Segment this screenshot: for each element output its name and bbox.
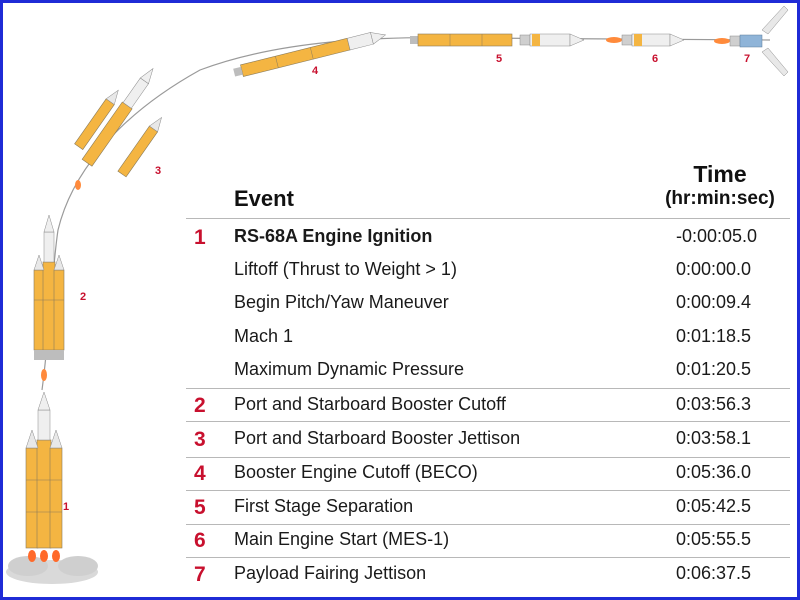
event-number: 1 [194,226,206,249]
event-name: Begin Pitch/Yaw Maneuver [234,292,449,312]
event-time: 0:01:20.5 [676,359,752,379]
event-name: First Stage Separation [234,496,414,516]
row-divider [186,524,790,525]
time-column-header: Time (hr:min:sec) [650,160,790,210]
rocket-stage-4 [233,32,387,77]
table-row: 6 Main Engine Start (MES-1) 0:05:55.5 [186,529,790,559]
event-name: Maximum Dynamic Pressure [234,359,465,379]
stage-label-4: 4 [312,65,319,77]
rocket-stage-6 [606,33,685,47]
event-name: Port and Starboard Booster Jettison [234,428,521,448]
event-time: -0:00:05.0 [676,226,758,246]
stage-label-1: 1 [63,501,69,513]
event-number: 2 [194,394,206,417]
event-time: 0:00:09.4 [676,292,752,312]
row-divider [186,388,790,389]
event-number: 5 [194,496,206,519]
table-row: Begin Pitch/Yaw Maneuver 0:00:09.4 [186,292,790,322]
rocket-stage-5 [410,33,585,47]
row-divider [186,457,790,458]
stage-label-3: 3 [155,165,161,177]
stage-label-6: 6 [652,53,658,65]
rocket-stage-3 [74,67,162,190]
rocket-stage-2 [33,214,65,381]
event-name: Liftoff (Thrust to Weight > 1) [234,259,457,279]
event-name: Booster Engine Cutoff (BECO) [234,462,478,482]
time-header-label: Time [693,161,747,187]
event-number: 6 [194,529,206,552]
event-number: 4 [194,462,206,485]
stage-label-5: 5 [496,53,502,65]
time-header-unit: (hr:min:sec) [665,188,775,209]
event-time: 0:05:36.0 [676,462,752,482]
row-divider [186,421,790,422]
event-name: Payload Fairing Jettison [234,563,427,583]
stage-label-7: 7 [744,53,750,65]
event-time: 0:03:56.3 [676,394,752,414]
table-row: Mach 1 0:01:18.5 [186,326,790,356]
event-time: 0:06:37.5 [676,563,752,583]
event-time: 0:05:42.5 [676,496,752,516]
row-divider [186,490,790,491]
row-divider [186,557,790,558]
event-number: 3 [194,428,206,451]
table-row: 4 Booster Engine Cutoff (BECO) 0:05:36.0 [186,462,790,492]
rocket-stage-7 [714,5,789,77]
header-divider [186,218,790,219]
table-row: Maximum Dynamic Pressure 0:01:20.5 [186,359,790,389]
event-name: Main Engine Start (MES-1) [234,529,450,549]
table-row: 1 RS-68A Engine Ignition -0:00:05.0 [186,226,790,256]
table-row: 5 First Stage Separation 0:05:42.5 [186,496,790,526]
event-column-header: Event [234,186,294,211]
table-row: 3 Port and Starboard Booster Jettison 0:… [186,428,790,458]
rocket-stage-1 [6,391,98,584]
event-name: RS-68A Engine Ignition [234,226,433,246]
stage-label-2: 2 [80,291,86,303]
event-time: 0:00:00.0 [676,259,752,279]
event-time: 0:03:58.1 [676,428,752,448]
event-number: 7 [194,563,206,586]
event-name: Mach 1 [234,326,294,346]
event-name: Port and Starboard Booster Cutoff [234,394,506,414]
table-row: 7 Payload Fairing Jettison 0:06:37.5 [186,563,790,593]
table-row: 2 Port and Starboard Booster Cutoff 0:03… [186,394,790,424]
table-row: Liftoff (Thrust to Weight > 1) 0:00:00.0 [186,259,790,289]
event-time: 0:05:55.5 [676,529,752,549]
event-time: 0:01:18.5 [676,326,752,346]
